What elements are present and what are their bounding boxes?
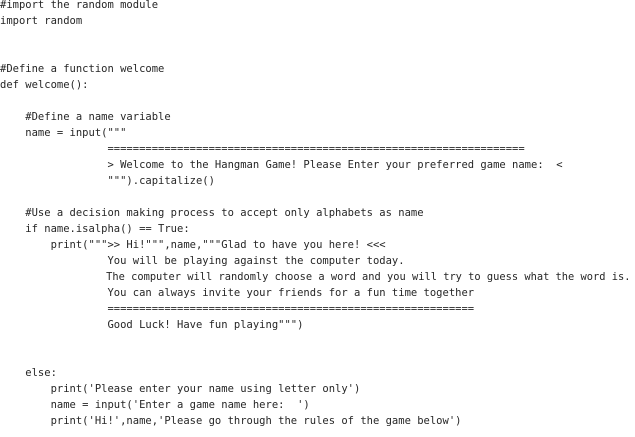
code-line: ========================================… <box>0 143 525 155</box>
code-line: #Define a function welcome <box>0 63 165 75</box>
code-line: > Welcome to the Hangman Game! Please En… <box>0 159 563 171</box>
code-line: if name.isalpha() == True: <box>0 223 190 235</box>
code-line: Good Luck! Have fun playing""") <box>0 319 304 331</box>
code-line: print(""">> Hi!""",name,"""Glad to have … <box>0 239 386 251</box>
code-line: print('Please enter your name using lett… <box>0 383 361 395</box>
code-line: def welcome(): <box>0 79 89 91</box>
code-line: ========================================… <box>0 303 475 315</box>
code-line: #Define a name variable <box>0 111 171 123</box>
code-line: #Use a decision making process to accept… <box>0 207 424 219</box>
code-line: else: <box>0 367 57 379</box>
code-line: You can always invite your friends for a… <box>0 287 475 299</box>
code-line: #import the random module <box>0 0 159 11</box>
code-line: import random <box>0 15 83 27</box>
code-line: The computer will randomly choose a word… <box>0 271 631 283</box>
code-line: print('Hi!',name,'Please go through the … <box>0 415 462 427</box>
code-line: You will be playing against the computer… <box>0 255 405 267</box>
code-line: name = input('Enter a game name here: ') <box>0 399 310 411</box>
code-line: name = input(""" <box>0 127 127 139</box>
code-line: """).capitalize() <box>0 175 215 187</box>
